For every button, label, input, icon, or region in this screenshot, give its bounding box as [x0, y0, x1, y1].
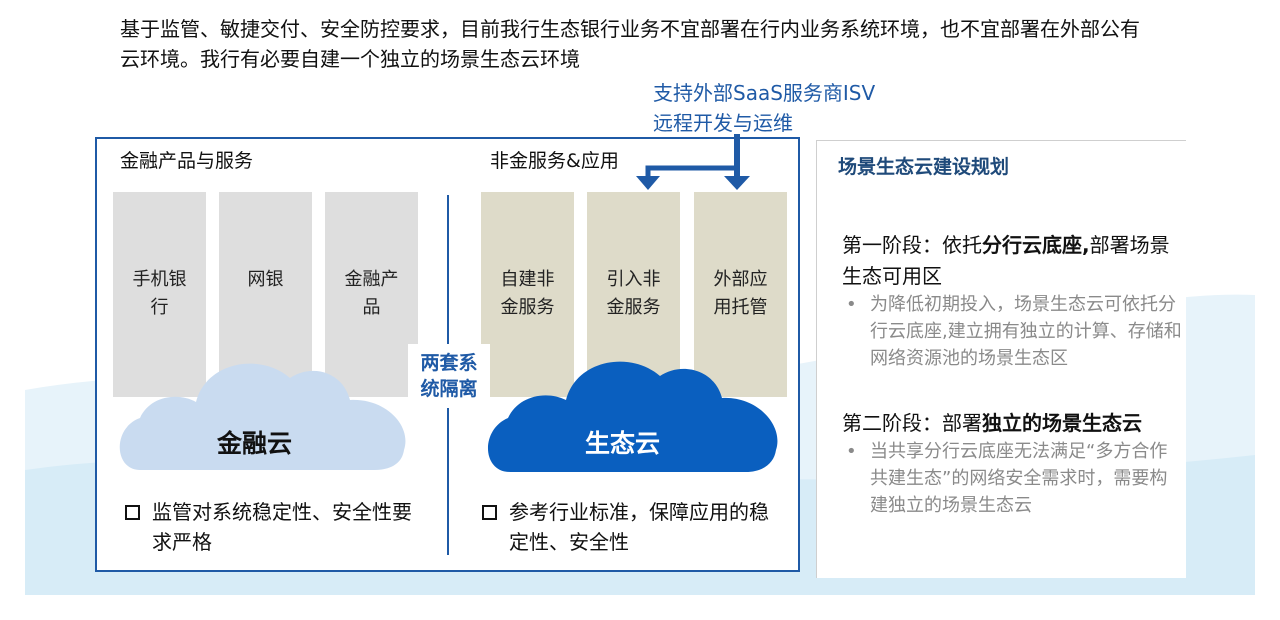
financial-section-title: 金融产品与服务 — [120, 150, 254, 172]
nonfinancial-section-title: 非金服务&应用 — [490, 150, 619, 172]
checkbox-square-icon — [125, 505, 140, 520]
phase-1-heading: 第一阶段：依托分行云底座,部署场景生态可用区 — [842, 233, 1170, 288]
financial-cloud-icon — [119, 363, 406, 470]
financial-note: 监管对系统稳定性、安全性要求严格 — [125, 497, 415, 557]
plan-title: 场景生态云建设规划 — [838, 156, 1010, 178]
saas-support-note: 支持外部SaaS服务商ISV 远程开发与运维 — [653, 78, 875, 138]
intro-text: 基于监管、敏捷交付、安全防控要求，目前我行生态银行业务不宜部署在行内业务系统环境… — [120, 17, 1140, 71]
ecosystem-cloud-label: 生态云 — [585, 429, 661, 458]
phase-2-heading: 第二阶段：部署独立的场景生态云 — [842, 411, 1142, 435]
isolation-label: 两套系统隔离 — [408, 344, 490, 408]
plan-panel — [816, 140, 1186, 578]
card-financial-products: 金融产品 — [325, 192, 418, 397]
ecosystem-cloud-icon — [487, 361, 778, 472]
phase-1-bullet: • 为降低初期投入，场景生态云可依托分行云底座,建立拥有独立的计算、存储和网络资… — [846, 294, 1182, 369]
checkbox-square-icon — [482, 505, 497, 520]
card-online-banking: 网银 — [219, 192, 312, 397]
card-self-built-services: 自建非金服务 — [481, 192, 574, 397]
card-external-app-hosting: 外部应用托管 — [694, 192, 787, 397]
saas-line-2: 远程开发与运维 — [653, 111, 793, 135]
saas-line-1: 支持外部SaaS服务商ISV — [653, 81, 876, 105]
saas-arrows-icon — [636, 134, 750, 190]
phase-2-bullet: • 当共享分行云底座无法满足“多方合作共建生态”的网络安全需求时，需要构建独立的… — [846, 441, 1168, 516]
card-mobile-banking: 手机银行 — [113, 192, 206, 397]
card-imported-services: 引入非金服务 — [587, 192, 680, 397]
financial-cloud-label: 金融云 — [217, 429, 293, 458]
nonfinancial-note: 参考行业标准，保障应用的稳定性、安全性 — [482, 497, 782, 557]
